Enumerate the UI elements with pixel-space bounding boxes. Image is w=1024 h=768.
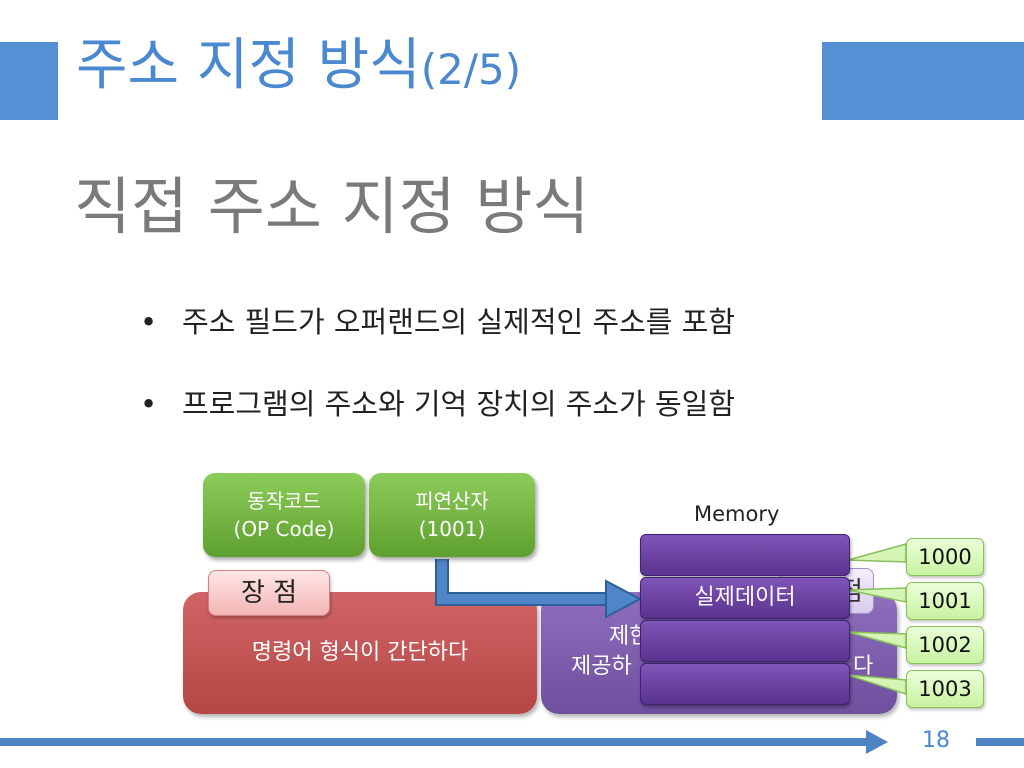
advantage-panel: 명령어 형식이 간단하다 [183, 592, 537, 714]
memory-cell [640, 534, 850, 576]
memory-label: Memory [694, 502, 780, 526]
memory-address: 1002 [906, 626, 984, 664]
pointer-arrow [435, 559, 643, 619]
opcode-box: 동작코드 (OP Code) [203, 473, 365, 557]
bullet-text: 주소 필드가 오퍼랜드의 실제적인 주소를 포함 [182, 305, 736, 339]
slide-subtitle: 직접 주소 지정 방식 [74, 170, 590, 243]
footer-line [0, 738, 870, 746]
memory-address: 1001 [906, 582, 984, 620]
operand-label: 피연산자 [415, 489, 489, 513]
operand-box: 피연산자 (1001) [369, 473, 535, 557]
operand-value: (1001) [418, 517, 486, 541]
bullet-symbol: • [140, 387, 158, 421]
memory-cell: 실제데이터 [640, 577, 850, 619]
bullet-text: 프로그램의 주소와 기억 장치의 주소가 동일함 [182, 387, 736, 421]
memory-address: 1003 [906, 670, 984, 708]
slide-title-main: 주소 지정 방식 [76, 33, 421, 98]
opcode-label: 동작코드 [247, 489, 321, 513]
disadvantage-line2-end: 다 [853, 654, 874, 679]
disadvantage-line2-start: 제공하 [571, 654, 632, 679]
bullet-symbol: • [140, 305, 158, 339]
header-bar-left [0, 42, 58, 120]
slide-title: 주소 지정 방식(2/5) [76, 32, 521, 99]
memory-cell [640, 663, 850, 705]
header-bar-right [822, 42, 1024, 120]
bullet-item: • 프로그램의 주소와 기억 장치의 주소가 동일함 [140, 382, 1000, 426]
page-number: 18 [922, 728, 950, 753]
footer-line-right [976, 738, 1024, 746]
advantage-tag: 장 점 [208, 570, 330, 616]
slide-title-suffix: (2/5) [420, 45, 522, 94]
address-callouts [847, 543, 907, 696]
disadvantage-line2: 제공하 다 [541, 652, 897, 682]
footer-arrow-icon [866, 730, 888, 754]
memory-cell [640, 620, 850, 662]
bullet-item: • 주소 필드가 오퍼랜드의 실제적인 주소를 포함 [140, 300, 1000, 344]
opcode-sub: (OP Code) [233, 517, 335, 541]
bullet-list: • 주소 필드가 오퍼랜드의 실제적인 주소를 포함 • 프로그램의 주소와 기억 … [140, 300, 1000, 464]
memory-address: 1000 [906, 538, 984, 576]
